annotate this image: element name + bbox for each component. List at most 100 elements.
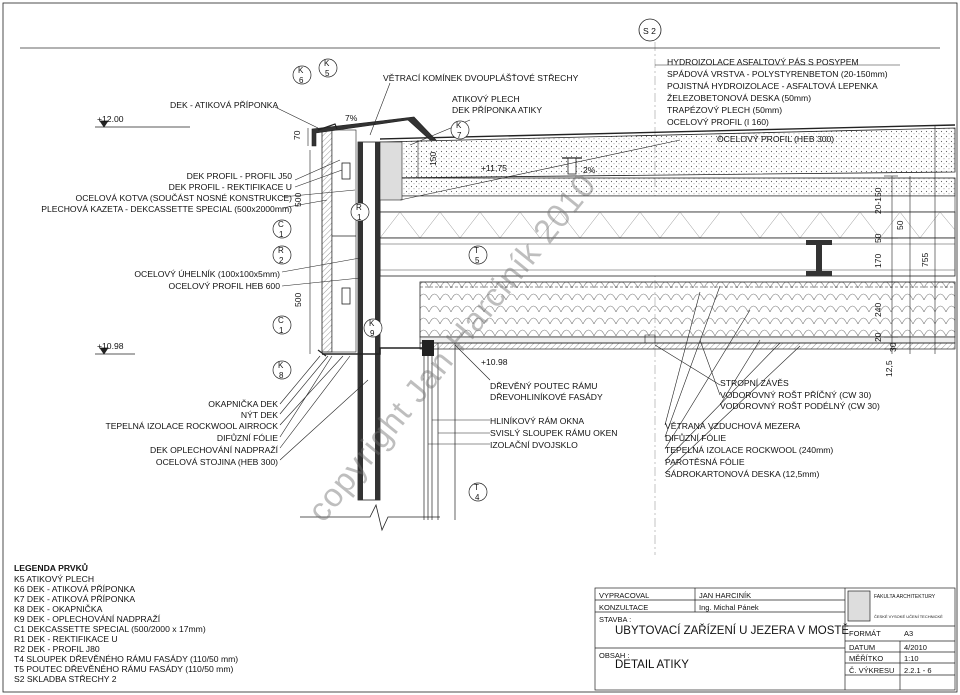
- tb-cislo: 2.2.1 - 6: [904, 666, 932, 675]
- tb-school: ČESKÉ VYSOKÉ UČENÍ TECHNICKÉ: [874, 614, 943, 619]
- tb-datum-label: DATUM: [849, 643, 876, 652]
- roof-slope: 2%: [583, 165, 596, 175]
- label-ram-okna: HLINÍKOVÝ RÁM OKNA: [490, 416, 585, 426]
- tag-c1b-letter: C: [278, 316, 284, 325]
- tag-k9-number: 9: [370, 329, 375, 338]
- parapet-slope: 7%: [345, 113, 358, 123]
- dim-50-b: 50: [895, 220, 905, 230]
- legend-title: LEGENDA PRVKŮ: [14, 563, 89, 573]
- tag-r1-letter: R: [356, 203, 362, 212]
- label-atikovy-plech: ATIKOVÝ PLECH: [452, 94, 520, 104]
- legend-item: R1 DEK - REKTIFIKACE U: [14, 634, 118, 644]
- trapezoid-sheet: [379, 211, 956, 239]
- tag-c1a-number: 1: [279, 230, 284, 239]
- roof-structure: [379, 124, 956, 350]
- tag-t5-number: 5: [475, 256, 480, 265]
- tag-c1a-letter: C: [278, 220, 284, 229]
- label-dvojsklo: IZOLAČNÍ DVOJSKLO: [490, 440, 578, 450]
- tb-stavba: UBYTOVACÍ ZAŘÍZENÍ U JEZERA V MOSTĚ: [615, 625, 850, 637]
- dimension-lines: [307, 125, 936, 354]
- legend-item: K8 DEK - OKAPNIČKA: [14, 604, 103, 614]
- roof-layer-4: ŽELEZOBETONOVÁ DESKA (50mm): [667, 93, 812, 103]
- dim-170: 170: [873, 253, 883, 268]
- roof-layer-3: POJISTNÁ HYDROIZOLACE - ASFALTOVÁ LEPENK…: [667, 81, 878, 91]
- label-sdk: SÁDROKARTONOVÁ DESKA (12,5mm): [665, 469, 820, 479]
- label-folie-r: DIFŮZNÍ FÓLIE: [665, 433, 727, 443]
- label-komin: VĚTRACÍ KOMÍNEK DVOUPLÁŠŤOVÉ STŘECHY: [383, 73, 579, 83]
- rectification-u-1: [341, 162, 351, 180]
- tag-r2-number: 2: [279, 256, 284, 265]
- level-top: +12.00: [97, 114, 124, 124]
- label-stojina: OCELOVÁ STOJINA (HEB 300): [155, 457, 278, 467]
- tag-k8-letter: K: [278, 361, 284, 370]
- label-zaves: STROPNÍ ZÁVĚS: [720, 378, 789, 388]
- tag-k6-letter: K: [298, 66, 304, 75]
- level-parapet: +11.75: [481, 163, 507, 173]
- label-poutec-1: DŘEVĚNÝ POUTEC RÁMU: [490, 381, 598, 391]
- tag-circles: [272, 58, 488, 502]
- tag-c1b-number: 1: [279, 326, 284, 335]
- label-okapnicka: OKAPNIČKA DEK: [208, 399, 278, 409]
- tb-cislo-label: Č. VÝKRESU: [849, 666, 895, 675]
- legend-item: T5 POUTEC DŘEVĚNÉHO RÁMU FASÁDY (110/50 …: [14, 664, 234, 674]
- ceiling-insulation: [419, 281, 956, 338]
- tag-r1-number: 1: [357, 213, 362, 222]
- legend-item: T4 SLOUPEK DŘEVĚNÉHO RÁMU FASÁDY (110/50…: [14, 654, 239, 664]
- dim-30: 30: [888, 342, 898, 352]
- tb-meritko-label: MĚŘÍTKO: [849, 654, 884, 663]
- tb-faculty: FAKULTA ARCHITEKTURY: [874, 594, 936, 600]
- label-izolace: TEPELNÁ IZOLACE ROCKWOOL AIRROCK: [105, 421, 278, 431]
- label-parotesna: PAROTĚSNÁ FÓLIE: [665, 457, 745, 467]
- dim-20: 20: [873, 332, 883, 342]
- tag-k9-letter: K: [369, 319, 375, 328]
- tb-format-label: FORMÁT: [849, 629, 881, 638]
- facade-cladding: [311, 116, 437, 357]
- label-folie: DIFŮZNÍ FÓLIE: [216, 433, 278, 443]
- level-window: +10.98: [481, 357, 508, 367]
- label-poutec-2: DŘEVOHLINÍKOVÉ FASÁDY: [490, 392, 603, 402]
- legend-item: R2 DEK - PROFIL J80: [14, 644, 100, 654]
- tb-konzultace-label: KONZULTACE: [599, 603, 649, 612]
- label-kotva: OCELOVÁ KOTVA (SOUČÁST NOSNÉ KONSTRUKCE): [75, 193, 292, 203]
- label-heb600: OCELOVÝ PROFIL HEB 600: [168, 281, 280, 291]
- legend-item: K6 DEK - ATIKOVÁ PŘÍPONKA: [14, 584, 136, 594]
- label-heb300: OCELOVÝ PROFIL (HEB 300): [717, 134, 835, 144]
- label-profil-j50: DEK PROFIL - PROFIL J50: [186, 171, 292, 181]
- heb300-cap: [379, 141, 403, 201]
- window-frame: [422, 340, 456, 520]
- label-rost-podelny: VODOROVNÝ ROŠT PODÉLNÝ (CW 30): [720, 401, 880, 411]
- legend-item: S2 SKLADBA STŘECHY 2: [14, 674, 117, 684]
- vent-chimney: [562, 157, 582, 175]
- label-uhelnik: OCELOVÝ ÚHELNÍK (100x100x5mm): [134, 269, 280, 279]
- dim-12-5: 12,5: [884, 360, 894, 377]
- tb-obsah: DETAIL ATIKY: [615, 659, 689, 671]
- tag-t5-letter: T: [474, 246, 479, 255]
- tag-k8-number: 8: [279, 371, 284, 380]
- legend-item: K7 DEK - ATIKOVÁ PŘÍPONKA: [14, 594, 136, 604]
- tag-r2-letter: R: [278, 246, 284, 255]
- air-gap: [379, 195, 956, 213]
- tb-vypracoval-label: VYPRACOVAL: [599, 591, 650, 600]
- dim-50-a: 50: [873, 233, 883, 243]
- label-mezera: VĚTRANÁ VZDUCHOVÁ MEZERA: [665, 421, 801, 431]
- break-line: [300, 503, 440, 532]
- label-rost-pricny: VODOROVNÝ ROŠT PŘÍČNÝ (CW 30): [720, 390, 872, 400]
- waterproofing: [379, 124, 956, 140]
- label-izolace-r: TEPELNÁ IZOLACE ROCKWOOL (240mm): [665, 445, 834, 455]
- tb-datum: 4/2010: [904, 643, 927, 652]
- tb-konzultace: Ing. Michal Pánek: [699, 603, 759, 612]
- section-marker-circle: [638, 18, 662, 42]
- level-mid: +10.98: [97, 341, 124, 351]
- cassette-panel: [321, 129, 333, 353]
- title-block-lines: [594, 587, 956, 691]
- i160-section: [806, 240, 832, 276]
- dim-150: 150: [428, 151, 438, 166]
- legend-item: C1 DEKCASSETTE SPECIAL (500/2000 x 17mm): [14, 624, 206, 634]
- label-nyt: NÝT DEK: [240, 410, 278, 420]
- parapet-coping: [311, 116, 437, 147]
- label-atika-priponka: DEK - ATIKOVÁ PŘÍPONKA: [170, 100, 279, 110]
- level-marks: [95, 120, 190, 355]
- legend-item: K9 DEK - OPLECHOVÁNÍ NADPRAŽÍ: [14, 614, 161, 624]
- rc-slab: [379, 177, 956, 197]
